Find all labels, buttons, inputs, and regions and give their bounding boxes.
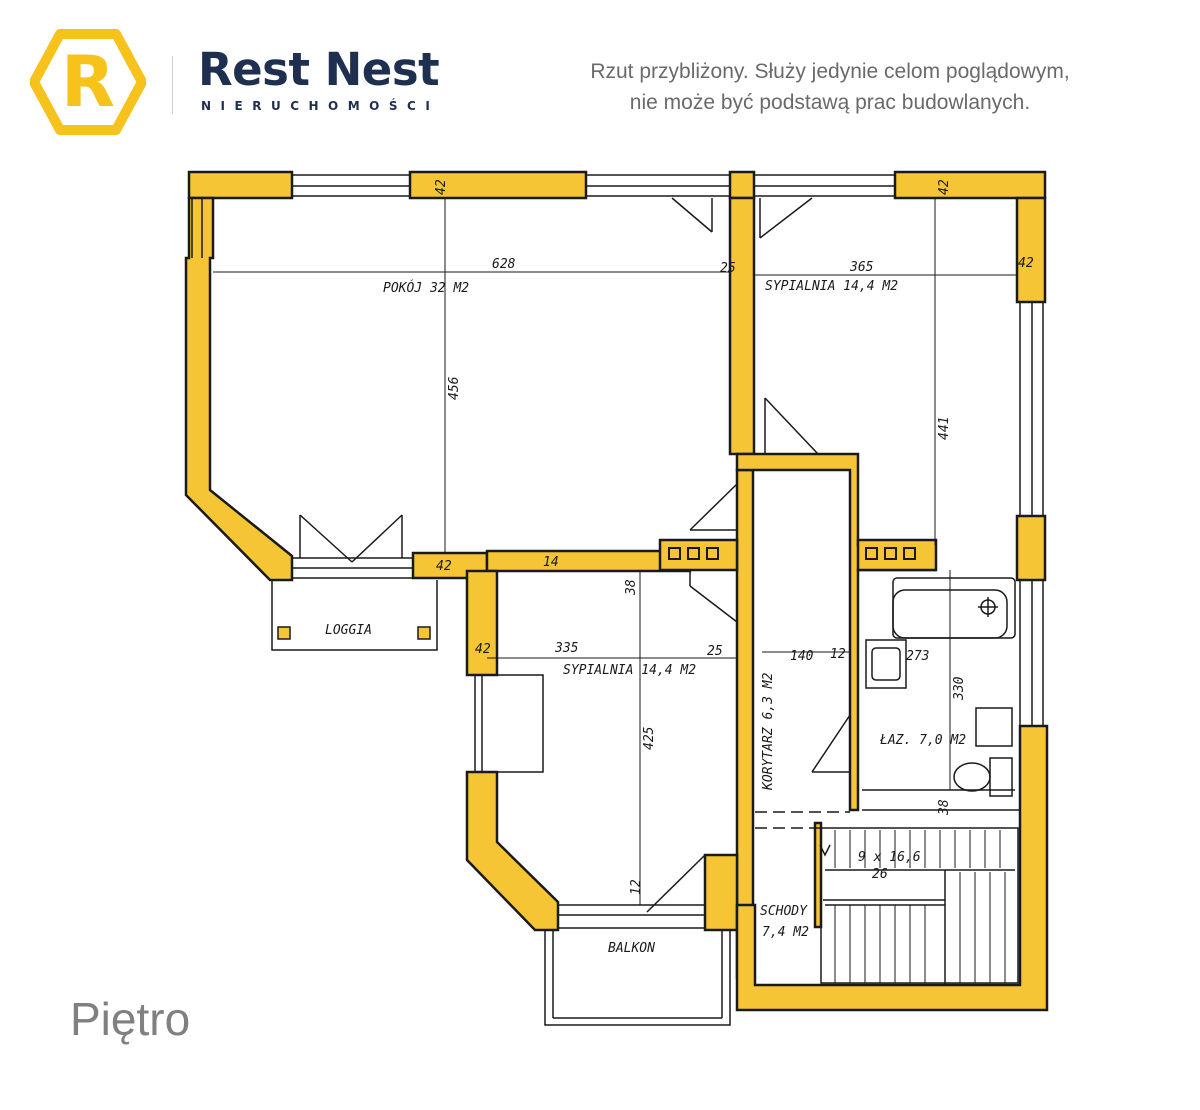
wall-top-1 [187, 170, 294, 200]
dim-628: 628 [492, 257, 516, 272]
wall-stair-left [813, 821, 823, 929]
dim-w42e: 42 [436, 559, 452, 574]
wall-center-lower [735, 468, 755, 980]
dim-w38b: 38 [937, 799, 952, 816]
dim-w38: 38 [624, 579, 639, 596]
wall-top-3 [728, 170, 756, 200]
dim-w25b: 25 [707, 644, 723, 659]
label-korytarz: KORYTARZ 6,3 M2 [761, 672, 776, 791]
wall-bedroom-bay [465, 770, 560, 932]
label-stairs-depth: 26 [872, 867, 888, 882]
dim-w42b: 42 [937, 179, 952, 195]
wall-bottom-right [735, 724, 1049, 1012]
wall-fills [184, 170, 1049, 1012]
dim-365: 365 [849, 260, 874, 275]
label-loggia: LOGGIA [325, 623, 372, 638]
floor-label: Piętro [70, 993, 191, 1045]
label-pokoj: POKÓJ 32 M2 [383, 280, 469, 296]
label-lazienka: ŁAZ. 7,0 M2 [879, 733, 966, 748]
logo-hexagon [30, 29, 146, 135]
logo-letter: R [61, 41, 115, 123]
brand-name: Rest Nest [198, 43, 440, 96]
plan-labels: POKÓJ 32 M2 SYPIALNIA 14,4 M2 SYPIALNIA … [325, 179, 1034, 956]
dim-w25a: 25 [720, 261, 736, 276]
label-schody-area: 7,4 M2 [762, 925, 809, 940]
wall-right-upper [1015, 196, 1047, 304]
dim-425: 425 [642, 726, 657, 750]
dim-273: 273 [906, 649, 929, 664]
vent-3 [706, 547, 719, 560]
dim-w14: 14 [543, 555, 559, 570]
brand-tagline: NIERUCHOMOŚCI [201, 99, 440, 113]
dim-330: 330 [952, 676, 967, 701]
vent-2 [687, 547, 700, 560]
wall-center-upper [728, 196, 756, 456]
vent-6 [903, 547, 916, 560]
wall-bedroom-left [465, 569, 499, 677]
dim-w42d: 42 [475, 642, 491, 657]
rest-nest-logo: R [30, 29, 146, 135]
disclaimer: Rzut przybliżony. Służy jedynie celom po… [500, 56, 1160, 118]
dim-w12: 12 [830, 647, 846, 662]
label-sypialnia-right: SYPIALNIA 14,4 M2 [765, 279, 898, 294]
label-balkon: BALKON [608, 941, 655, 956]
dim-140: 140 [790, 649, 814, 664]
label-sypialnia-bottom: SYPIALNIA 14,4 M2 [563, 663, 696, 678]
wall-bedroom-right [703, 853, 739, 932]
dim-w42a: 42 [434, 179, 449, 195]
wall-top-2 [408, 170, 588, 200]
disclaimer-line-2: nie może być podstawą prac budowlanych. [629, 91, 1031, 114]
label-stairs-dims: 9 x 16,6 [858, 850, 921, 865]
plan-lines [191, 174, 1044, 1026]
dim-441: 441 [937, 417, 952, 440]
disclaimer-line-1: Rzut przybliżony. Służy jedynie celom po… [590, 60, 1070, 83]
dim-335: 335 [554, 641, 579, 656]
label-schody: SCHODY [760, 904, 808, 919]
dim-w12b: 12 [629, 879, 644, 895]
vent-5 [884, 547, 897, 560]
dim-w42c: 42 [1018, 256, 1034, 271]
dim-456: 456 [447, 376, 462, 400]
wall-right-mid [1015, 514, 1047, 582]
vent-squares [668, 547, 916, 560]
wall-top-4 [893, 170, 1047, 200]
vent-1 [668, 547, 681, 560]
vent-4 [865, 547, 878, 560]
logo-divider [172, 56, 173, 114]
